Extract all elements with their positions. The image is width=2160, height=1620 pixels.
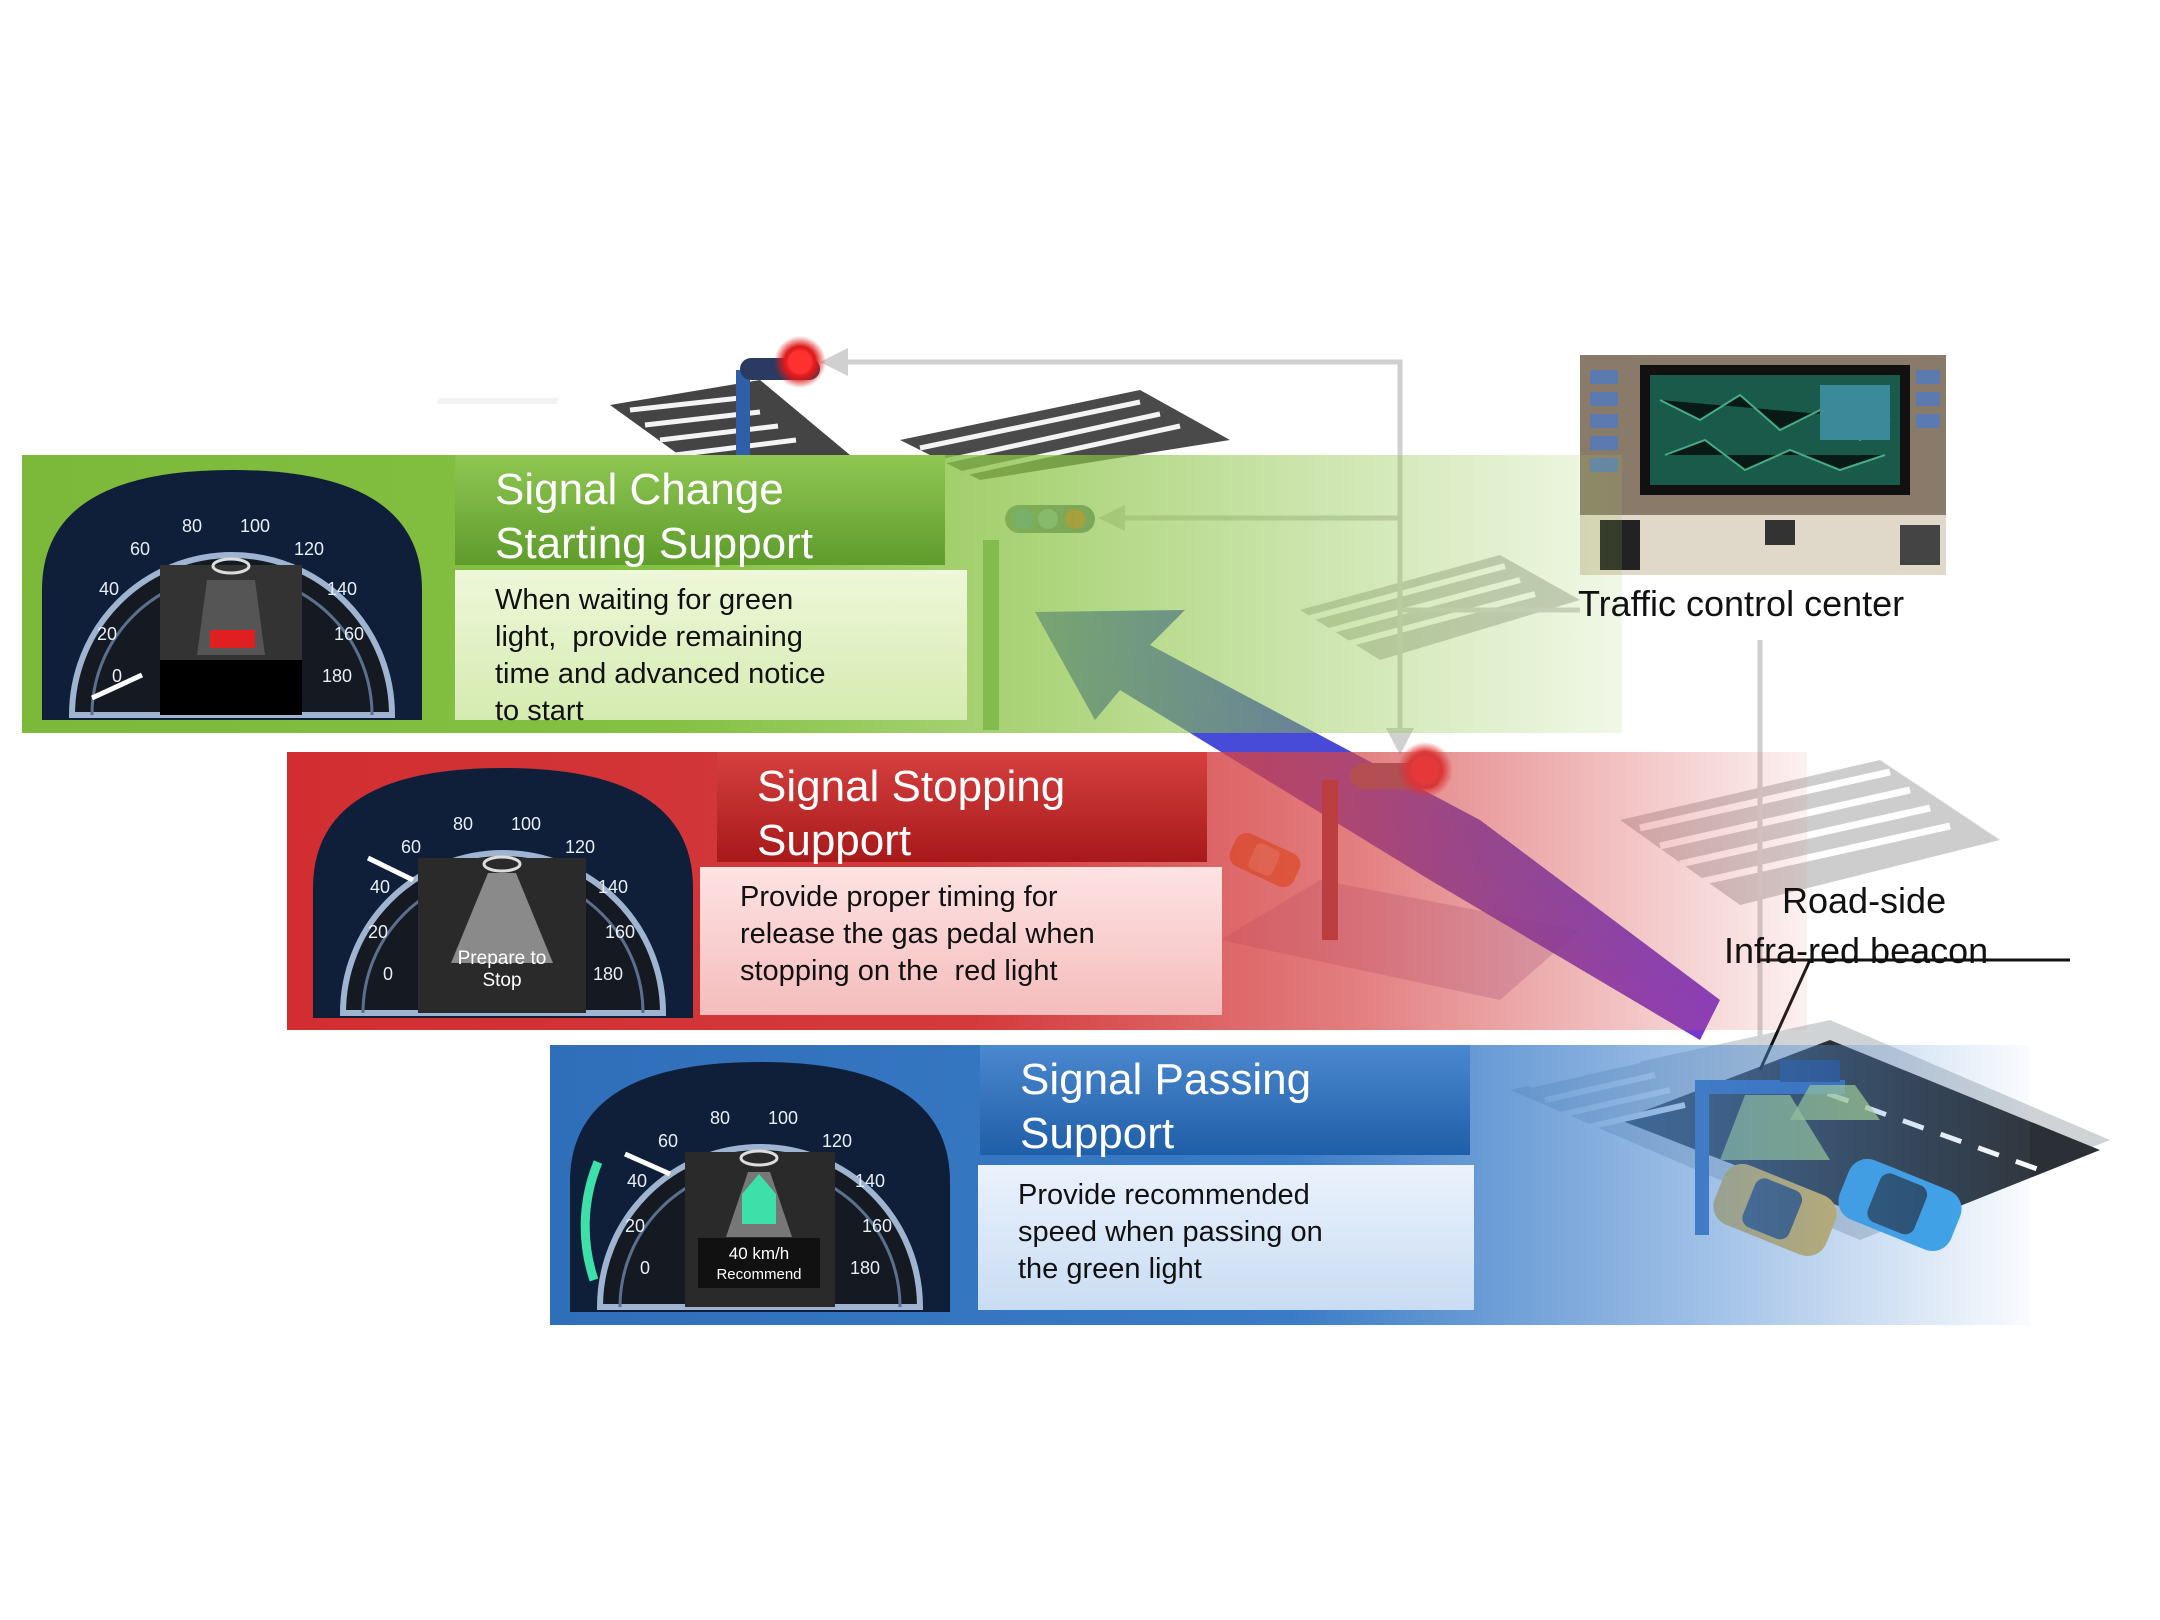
- gauge-tick: 40: [627, 1171, 647, 1191]
- gauge-tick: 120: [294, 539, 324, 559]
- gauge-tick: 20: [97, 624, 117, 644]
- speedometer-icon: 0 20 40 60 80 100 120 140 160 180 Prepar…: [313, 768, 693, 1018]
- gauge-tick: 40: [99, 579, 119, 599]
- desc-line: release the gas pedal when: [740, 918, 1095, 950]
- gauge-tick: 60: [130, 539, 150, 559]
- gauge-tick: 160: [334, 624, 364, 644]
- desc-line: stopping on the red light: [740, 955, 1058, 987]
- gauge-tick: 60: [401, 837, 421, 857]
- gauge-tick: 180: [322, 666, 352, 686]
- signal-change-description: When waiting for green light, provide re…: [455, 570, 967, 727]
- speedometer-icon: 0 20 40 60 80 100 120 140 160 180: [42, 470, 422, 720]
- signal-passing-description: Provide recommended speed when passing o…: [978, 1165, 1474, 1310]
- gauge-tick: 140: [855, 1171, 885, 1191]
- gauge-tick: 20: [625, 1216, 645, 1236]
- gauge-tick: 140: [327, 579, 357, 599]
- gauge-screen-line: Stop: [482, 970, 521, 991]
- traffic-control-center-label: Traffic control center: [1578, 583, 1905, 624]
- traffic-light-icon: [736, 336, 826, 480]
- gauge-tick: 60: [658, 1131, 678, 1151]
- beacon-label-line: Infra-red beacon: [1724, 930, 1989, 971]
- beacon-label-line: Road-side: [1782, 880, 1947, 921]
- gauge-tick: 80: [710, 1108, 730, 1128]
- title-line: Signal Stopping: [757, 762, 1066, 811]
- gauge-tick: 180: [593, 964, 623, 984]
- gauge-screen-line: 40 km/h: [729, 1244, 789, 1263]
- title-line: Signal Passing: [1020, 1055, 1312, 1104]
- desc-line: When waiting for green: [495, 584, 794, 616]
- gauge-tick: 180: [850, 1258, 880, 1278]
- desc-line: time and advanced notice: [495, 658, 826, 690]
- desc-line: to start: [495, 695, 584, 727]
- gauge-tick: 0: [383, 964, 393, 984]
- gauge-tick: 100: [768, 1108, 798, 1128]
- gauge-tick: 160: [862, 1216, 892, 1236]
- monitor-icon: [1580, 355, 1946, 575]
- gauge-tick: 120: [822, 1131, 852, 1151]
- signal-stopping-description: Provide proper timing for release the ga…: [700, 867, 1222, 1015]
- gauge-tick: 0: [112, 666, 122, 686]
- signal-passing-title: Signal Passing Support: [980, 1045, 1470, 1158]
- gauge-tick: 0: [640, 1258, 650, 1278]
- desc-line: speed when passing on: [1018, 1216, 1323, 1248]
- speedometer-icon: 0 20 40 60 80 100 120 140 160 180 40 km/…: [570, 1062, 950, 1312]
- signal-change-title: Signal Change Starting Support: [455, 455, 945, 568]
- gauge-tick: 100: [240, 516, 270, 536]
- gauge-tick: 40: [370, 877, 390, 897]
- title-line: Starting Support: [495, 519, 813, 568]
- signal-stopping-title: Signal Stopping Support: [717, 752, 1207, 865]
- gauge-tick: 80: [453, 814, 473, 834]
- gauge-tick: 160: [605, 922, 635, 942]
- gauge-tick: 20: [368, 922, 388, 942]
- desc-line: Provide recommended: [1018, 1179, 1310, 1211]
- desc-line: Provide proper timing for: [740, 881, 1058, 913]
- gauge-tick: 120: [565, 837, 595, 857]
- gauge-tick: 80: [182, 516, 202, 536]
- title-line: Support: [1020, 1109, 1175, 1158]
- desc-line: light, provide remaining: [495, 621, 803, 653]
- title-line: Signal Change: [495, 465, 784, 514]
- gauge-screen-line: Recommend: [716, 1266, 801, 1283]
- gauge-tick: 140: [598, 877, 628, 897]
- gauge-tick: 100: [511, 814, 541, 834]
- desc-line: the green light: [1018, 1253, 1202, 1285]
- title-line: Support: [757, 816, 912, 865]
- gauge-screen-line: Prepare to: [458, 948, 547, 969]
